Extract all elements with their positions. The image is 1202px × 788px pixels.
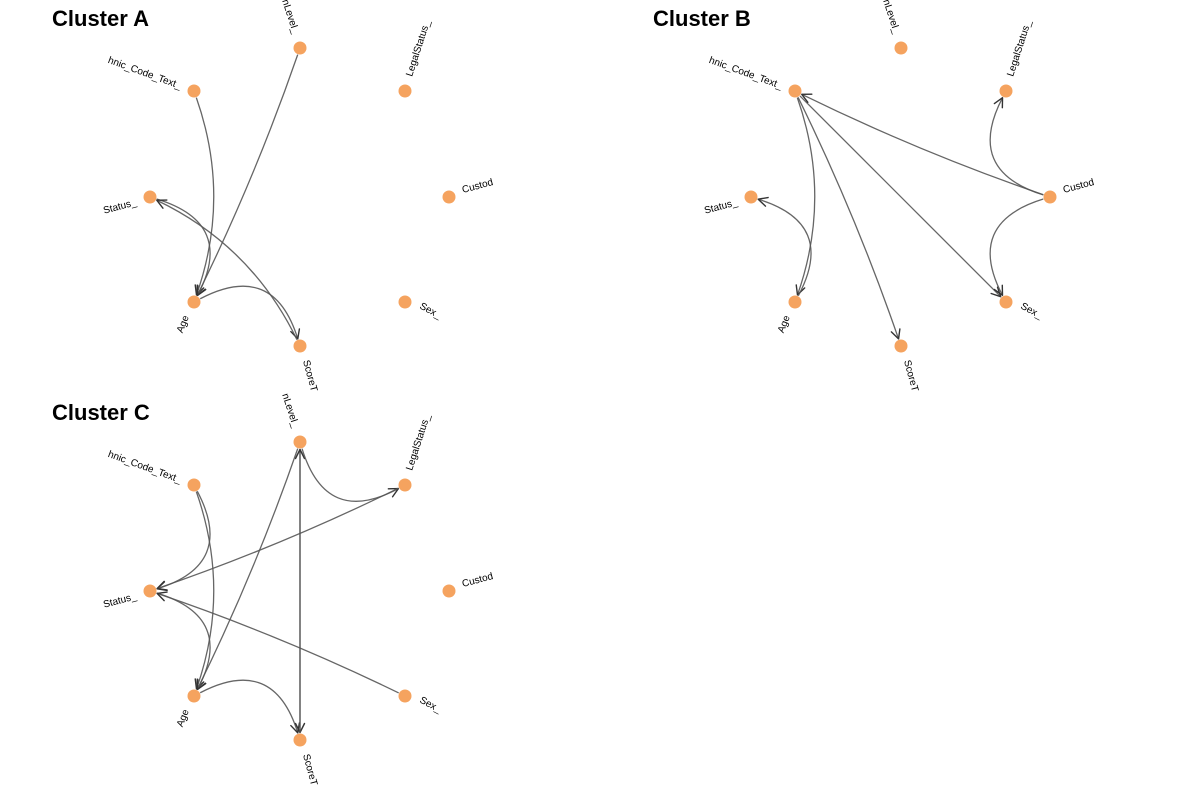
arrowhead-education-level <box>294 448 306 460</box>
node-label-sex: Sex_ <box>418 301 444 322</box>
edge-age-to-score-text <box>199 679 299 734</box>
edge-custody-status-to-legal-status <box>989 97 1044 196</box>
node-marital-status <box>143 190 157 204</box>
edge-education-level-to-age <box>196 448 299 690</box>
panel-title-cluster-a: Cluster A <box>52 6 149 31</box>
node-score-text <box>894 339 908 353</box>
edge-ethnic-code-to-age <box>195 97 215 296</box>
edge-marital-status-to-age <box>156 592 211 690</box>
edge-marital-status-to-age <box>156 198 211 296</box>
arrowhead-age <box>194 678 205 690</box>
node-age <box>187 689 201 703</box>
node-label-sex: Sex_ <box>418 695 444 716</box>
edge-custody-status-to-sex <box>989 198 1044 296</box>
node-custody-status <box>442 190 456 204</box>
arrowhead-sex <box>990 286 1002 298</box>
cluster-b-edges <box>757 93 1044 340</box>
node-label-custody-status: Custod <box>461 571 494 590</box>
node-label-score-text: ScoreT <box>300 359 319 393</box>
node-label-ethnic-code: hnic_Code_Text_ <box>707 55 784 92</box>
node-label-ethnic-code: hnic_Code_Text_ <box>106 55 183 92</box>
arrowhead-score-text <box>290 722 301 734</box>
node-label-marital-status: Status_ <box>102 197 138 217</box>
arrowhead-age <box>795 284 806 296</box>
node-custody-status <box>1043 190 1057 204</box>
node-legal-status <box>398 84 412 98</box>
node-legal-status <box>398 478 412 492</box>
arrowhead-marital-status <box>156 199 168 209</box>
node-score-text <box>293 733 307 747</box>
node-label-sex: Sex_ <box>1019 301 1045 322</box>
arrowhead-sex <box>993 284 1004 297</box>
node-label-age: Age <box>175 708 192 729</box>
edge-education-level-to-legal-status <box>301 448 399 502</box>
node-age <box>187 295 201 309</box>
node-label-education-level: nLevel_ <box>279 0 300 35</box>
arrowhead-marital-status <box>757 196 769 207</box>
edge-custody-status-to-ethnic-code <box>801 93 1044 196</box>
node-legal-status <box>999 84 1013 98</box>
panel-title-cluster-c: Cluster C <box>52 400 150 425</box>
arrowhead-legal-status <box>993 96 1004 109</box>
arrowhead-score-text <box>290 328 301 340</box>
node-sex <box>999 295 1013 309</box>
cluster-c-edges <box>156 448 400 734</box>
panel-title-cluster-b: Cluster B <box>653 6 751 31</box>
edge-legal-status-to-marital-status <box>156 487 400 590</box>
node-marital-status <box>143 584 157 598</box>
node-label-score-text: ScoreT <box>300 753 319 787</box>
node-sex <box>398 689 412 703</box>
edge-ethnic-code-to-age <box>195 491 215 690</box>
node-education-level <box>293 41 307 55</box>
node-label-score-text: ScoreT <box>901 359 920 393</box>
edge-sex-to-marital-status <box>156 592 399 694</box>
node-label-legal-status: LegalStatus_ <box>404 19 433 78</box>
edge-ethnic-code-to-sex <box>799 95 1002 298</box>
node-label-custody-status: Custod <box>1062 177 1095 196</box>
node-label-legal-status: LegalStatus_ <box>404 413 433 472</box>
arrowhead-marital-status <box>156 591 168 602</box>
node-label-legal-status: LegalStatus_ <box>1005 19 1034 78</box>
node-marital-status <box>744 190 758 204</box>
node-education-level <box>894 41 908 55</box>
node-ethnic-code <box>187 478 201 492</box>
node-label-ethnic-code: hnic_Code_Text_ <box>106 449 183 486</box>
node-label-custody-status: Custod <box>461 177 494 196</box>
cluster-a-edges <box>156 54 301 340</box>
arrowhead-score-text <box>890 328 901 340</box>
edge-ethnic-code-to-age <box>796 97 816 296</box>
node-label-marital-status: Status_ <box>102 591 138 611</box>
edge-score-text-to-marital-status <box>156 199 298 340</box>
node-score-text <box>293 339 307 353</box>
node-age <box>788 295 802 309</box>
node-label-marital-status: Status_ <box>703 197 739 217</box>
node-label-age: Age <box>776 314 793 335</box>
edge-ethnic-code-to-marital-status <box>156 490 211 590</box>
node-ethnic-code <box>788 84 802 98</box>
edge-education-level-to-age <box>196 54 299 296</box>
edge-age-to-marital-status <box>757 198 812 297</box>
arrowhead-age <box>196 678 207 690</box>
edge-ethnic-code-to-score-text <box>797 96 900 340</box>
node-custody-status <box>442 584 456 598</box>
node-label-education-level: nLevel_ <box>880 0 901 35</box>
node-sex <box>398 295 412 309</box>
arrowhead-marital-status <box>156 580 168 591</box>
node-label-education-level: nLevel_ <box>279 392 300 429</box>
node-label-age: Age <box>175 314 192 335</box>
edge-age-to-score-text <box>199 285 299 340</box>
node-education-level <box>293 435 307 449</box>
node-ethnic-code <box>187 84 201 98</box>
arrowhead-age <box>194 284 205 296</box>
arrowhead-age <box>196 284 207 297</box>
arrowhead-ethnic-code <box>801 93 813 104</box>
